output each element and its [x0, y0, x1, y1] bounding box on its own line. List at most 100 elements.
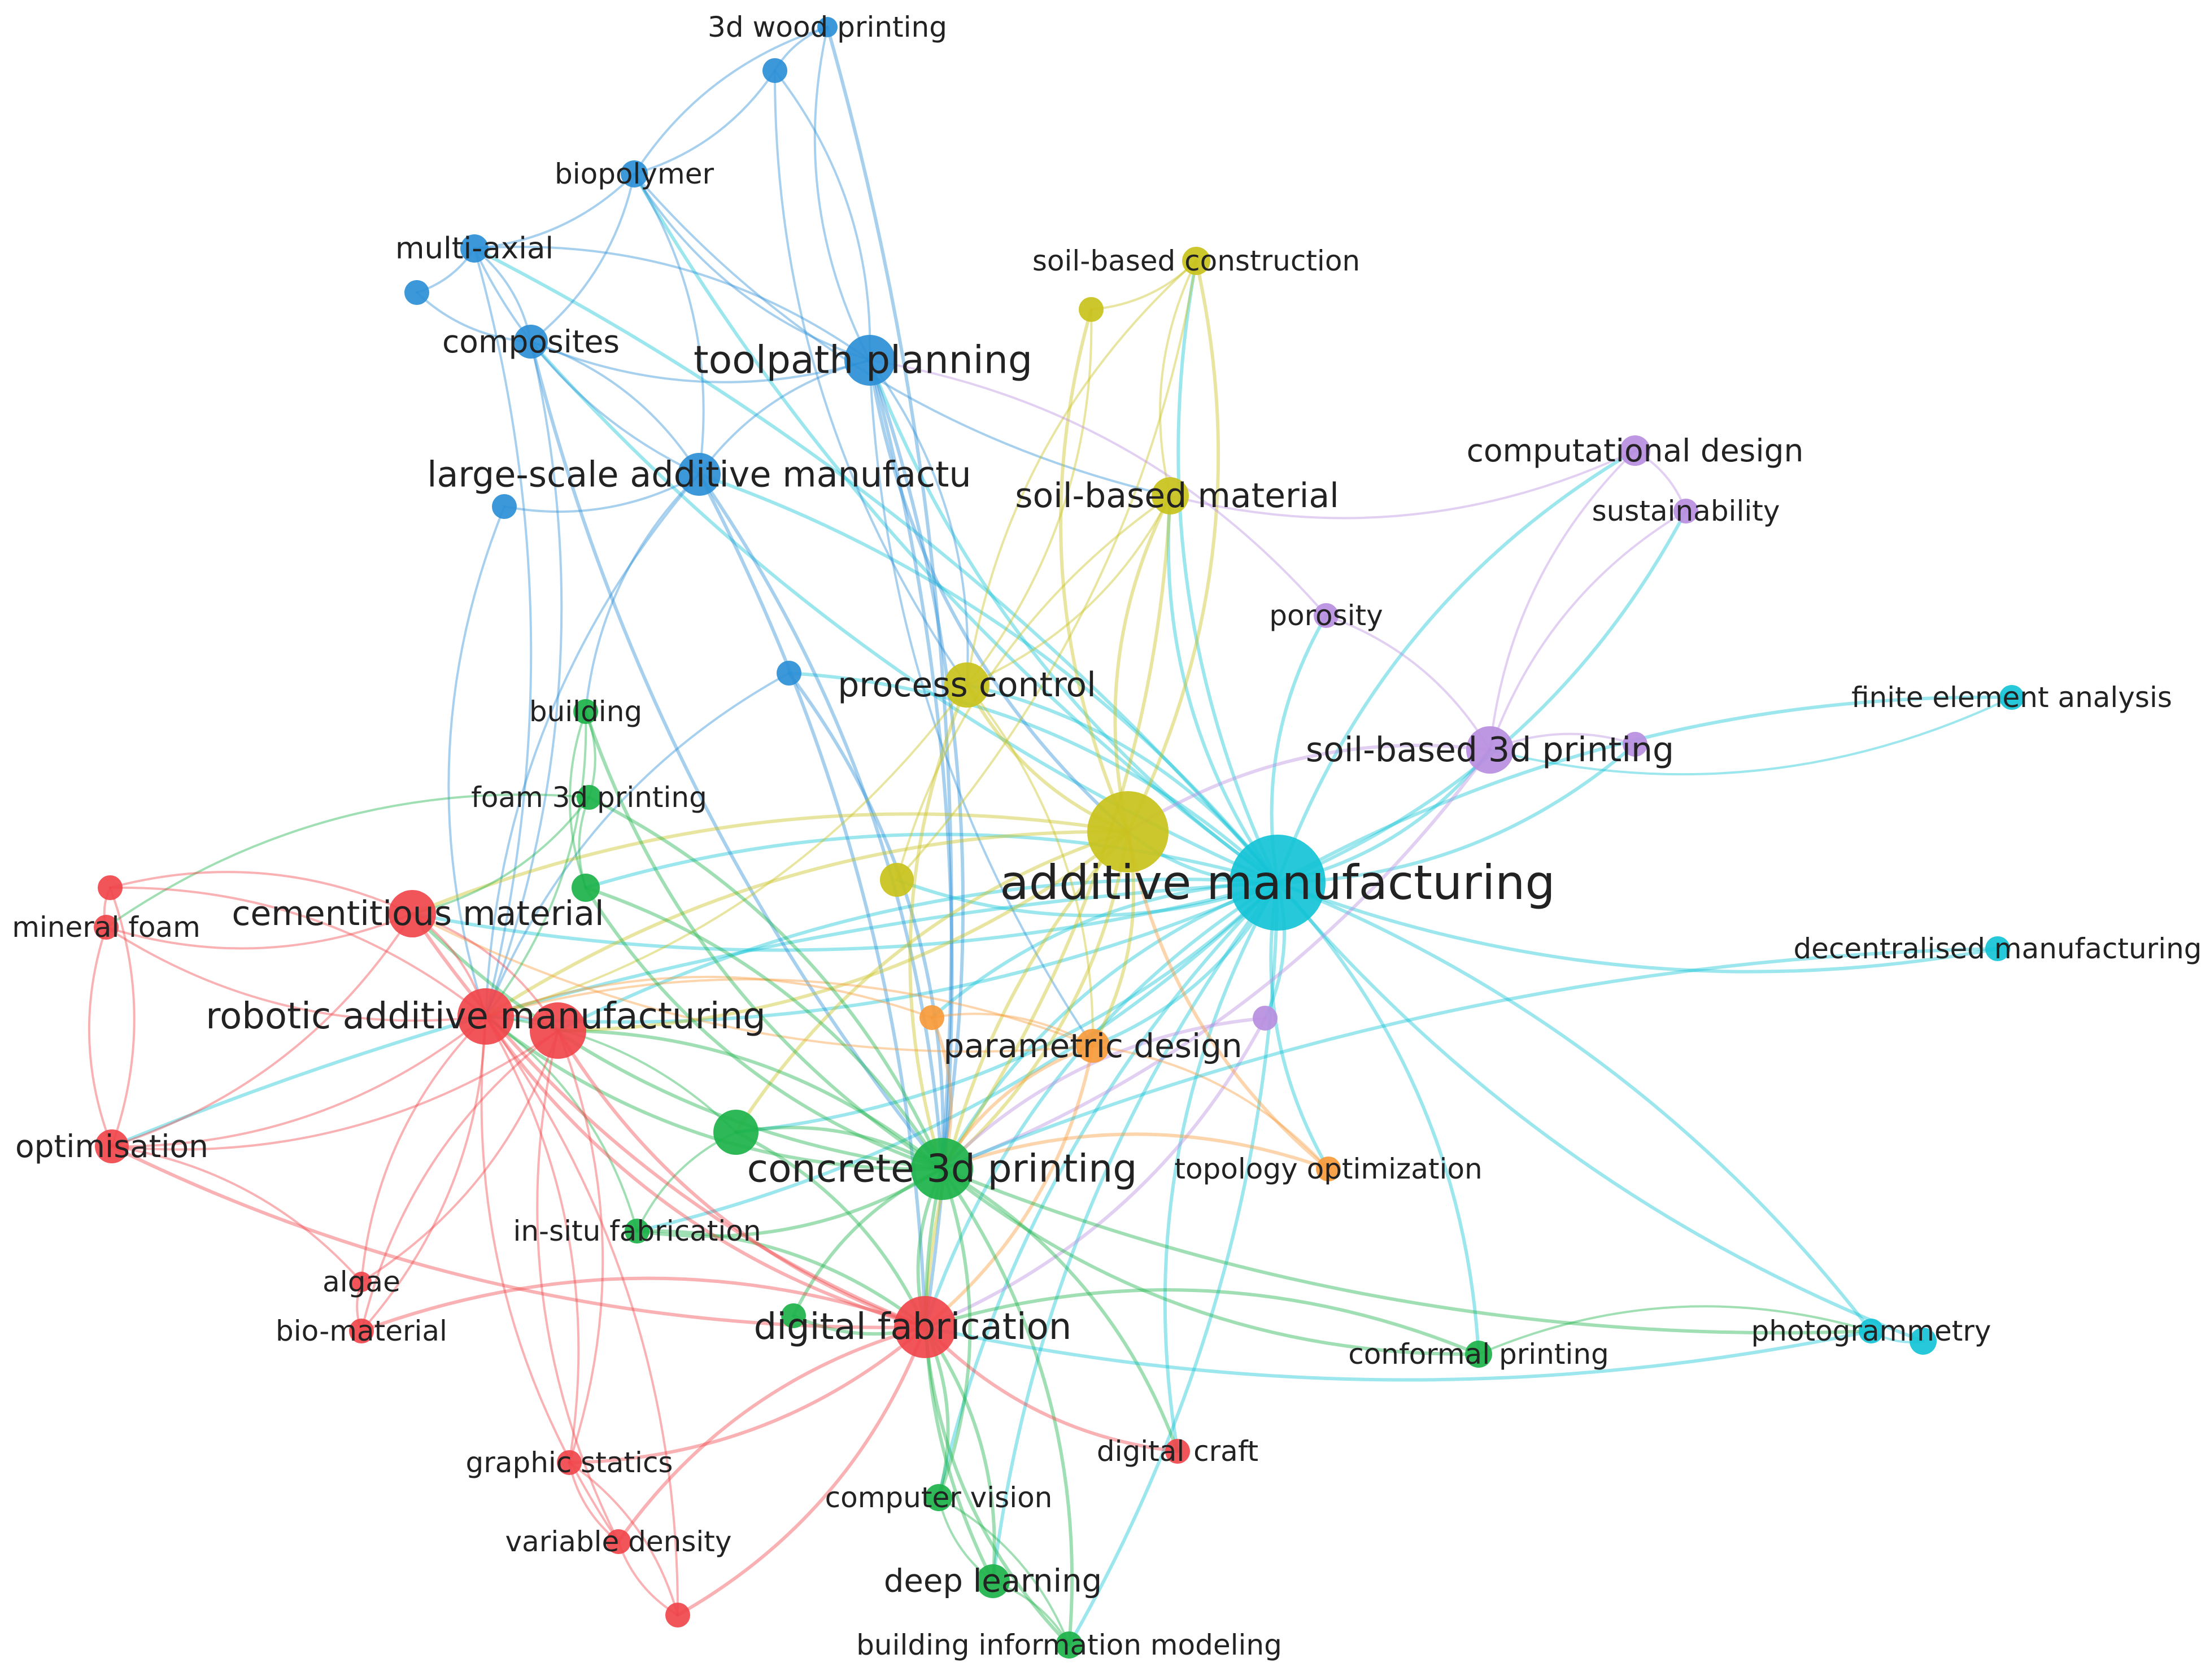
edge-decentralised-manufacturing-concrete-3d-printing	[940, 947, 1999, 1171]
node-variable-density[interactable]	[606, 1529, 631, 1554]
node-large-scale-additive-manufactu[interactable]	[678, 453, 721, 496]
edge-concrete-3d-printing-cementitious-material	[411, 912, 944, 1171]
node-sustainability[interactable]	[1673, 499, 1698, 523]
node-red-unlabeled-2[interactable]	[530, 1002, 586, 1059]
node-conformal-printing[interactable]	[1465, 1341, 1492, 1368]
node-finite-element-analysis[interactable]	[1999, 685, 2024, 710]
node-parametric-design[interactable]	[1076, 1029, 1110, 1063]
node-graphic-statics[interactable]	[557, 1450, 582, 1475]
node-blue-unlabeled-4[interactable]	[777, 661, 801, 686]
node-soil-based-construction[interactable]	[1182, 247, 1210, 275]
edge-soil-based-construction-process-control	[966, 260, 1197, 686]
node-additive-manufacturing[interactable]	[1230, 835, 1326, 931]
edge-building-information-modeling-digital-fabrication	[923, 1325, 1071, 1647]
node-bio-material[interactable]	[349, 1319, 374, 1343]
label-mineral-foam: mineral foam	[12, 911, 200, 944]
edge-additive-manufacturing-sustainability	[1276, 509, 1688, 884]
node-green-unlabeled-3[interactable]	[781, 1303, 806, 1328]
edge-cementitious-material-mineral-foam	[105, 913, 413, 950]
node-building[interactable]	[573, 699, 598, 724]
node-yellow-unlabeled-big[interactable]	[1087, 791, 1169, 872]
label-digital-fabrication: digital fabrication	[754, 1306, 1072, 1348]
label-composites: composites	[442, 324, 620, 360]
node-algae[interactable]	[351, 1272, 372, 1292]
label-computer-vision: computer vision	[825, 1481, 1053, 1514]
edge-additive-manufacturing-photogrammetry	[1276, 881, 1873, 1333]
edge-large-scale-additive-manufactu-biopolymer	[633, 173, 705, 475]
label-additive-manufacturing: additive manufacturing	[1000, 855, 1555, 910]
node-computer-vision[interactable]	[925, 1484, 952, 1511]
label-decentralised-manufacturing: decentralised manufacturing	[1793, 932, 2202, 965]
edge-additive-manufacturing-green-unlabeled-1	[584, 832, 1279, 889]
node-process-control[interactable]	[944, 662, 990, 708]
edge-additive-manufacturing-red-unlabeled-2	[556, 878, 1279, 1032]
node-digital-fabrication[interactable]	[894, 1296, 956, 1358]
edge-green-unlabeled-1-concrete-3d-printing	[584, 886, 944, 1171]
edge-cementitious-material-red-unlabeled-1	[109, 871, 413, 915]
edge-graphic-statics-red-unlabeled-3	[568, 1461, 679, 1616]
node-blue-unlabeled-3[interactable]	[492, 494, 517, 519]
edge-blue-unlabeled-4-robotic-additive-manufacturing	[485, 672, 790, 1018]
node-decentralised-manufacturing[interactable]	[1985, 936, 2010, 961]
node-optimisation[interactable]	[95, 1129, 129, 1163]
edge-porosity-toolpath-planning	[869, 359, 1327, 617]
node-3d-wood-printing[interactable]	[817, 17, 838, 37]
label-parametric-design: parametric design	[943, 1027, 1242, 1065]
edge-toolpath-planning-3d-wood-printing	[813, 26, 871, 361]
edge-additive-manufacturing-green-unlabeled-2	[734, 881, 1279, 1134]
edge-soil-based-material-yellow-unlabeled-big	[1113, 494, 1172, 834]
edge-soil-based-3d-printing-yellow-unlabeled-big	[1126, 744, 1492, 834]
node-topology-optimization[interactable]	[1316, 1157, 1341, 1181]
node-red-unlabeled-1[interactable]	[98, 875, 123, 900]
node-multi-axial[interactable]	[460, 234, 489, 263]
label-foam-3d-printing: foam 3d printing	[471, 781, 707, 814]
node-toolpath-planning[interactable]	[844, 335, 895, 386]
node-building-information-modeling[interactable]	[1056, 1631, 1083, 1659]
edge-green-unlabeled-2-robotic-additive-manufacturing	[485, 1015, 737, 1133]
node-deep-learning[interactable]	[976, 1564, 1010, 1598]
node-soil-based-3d-printing[interactable]	[1466, 726, 1514, 774]
node-composites[interactable]	[514, 325, 548, 359]
node-porosity[interactable]	[1314, 603, 1339, 628]
node-digital-craft[interactable]	[1165, 1439, 1190, 1464]
label-toolpath-planning: toolpath planning	[694, 338, 1032, 383]
node-photogrammetry[interactable]	[1859, 1319, 1884, 1343]
label-finite-element-analysis: finite element analysis	[1851, 681, 2172, 714]
node-green-unlabeled-2[interactable]	[713, 1110, 759, 1155]
edge-purple-unlabeled-2-digital-fabrication	[923, 1016, 1267, 1329]
edge-additive-manufacturing-toolpath-planning	[868, 359, 1279, 884]
edge-biopolymer-3d-wood-printing	[633, 26, 829, 175]
node-in-situ-fabrication[interactable]	[625, 1219, 650, 1243]
node-blue-unlabeled-2[interactable]	[404, 280, 429, 305]
edge-additive-manufacturing-optimisation	[110, 881, 1279, 1148]
edge-robotic-additive-manufacturing-optimisation	[111, 1015, 487, 1148]
edge-additive-manufacturing-soil-based-material	[1166, 494, 1279, 884]
node-foam-3d-printing[interactable]	[577, 785, 601, 810]
edge-building-green-unlabeled-1	[568, 710, 587, 889]
node-concrete-3d-printing[interactable]	[911, 1138, 973, 1200]
node-mineral-foam[interactable]	[94, 915, 119, 940]
node-cementitious-material[interactable]	[389, 890, 436, 937]
node-soil-based-material[interactable]	[1152, 477, 1189, 514]
edge-large-scale-additive-manufactu-digital-fabrication	[698, 473, 927, 1329]
edge-blue-unlabeled-3-robotic-additive-manufacturing	[447, 505, 505, 1018]
edge-red-unlabeled-2-digital-fabrication	[556, 1029, 927, 1329]
label-soil-based-material: soil-based material	[1015, 476, 1339, 516]
node-orange-unlabeled-1[interactable]	[919, 1005, 944, 1030]
label-concrete-3d-printing: concrete 3d printing	[747, 1147, 1137, 1192]
node-purple-unlabeled-1[interactable]	[1623, 732, 1647, 757]
node-purple-unlabeled-2[interactable]	[1253, 1006, 1278, 1031]
node-robotic-additive-manufacturing[interactable]	[457, 988, 514, 1045]
edge-parametric-design-topology-optimization	[1092, 1045, 1330, 1170]
node-biopolymer[interactable]	[621, 160, 648, 187]
node-yellow-unlabeled-2[interactable]	[880, 863, 914, 897]
node-yellow-unlabeled-1[interactable]	[1079, 297, 1104, 322]
node-green-unlabeled-1[interactable]	[572, 874, 600, 902]
node-red-unlabeled-3[interactable]	[665, 1603, 690, 1627]
node-computational-design[interactable]	[1620, 435, 1650, 466]
edge-large-scale-additive-manufactu-robotic-additive-manufacturing	[485, 473, 700, 1018]
edge-toolpath-planning-blue-unlabeled-1	[774, 69, 871, 361]
edge-concrete-3d-printing-green-unlabeled-1	[584, 886, 944, 1171]
node-blue-unlabeled-1[interactable]	[762, 58, 787, 83]
node-cyan-unlabeled-1[interactable]	[1910, 1328, 1937, 1355]
